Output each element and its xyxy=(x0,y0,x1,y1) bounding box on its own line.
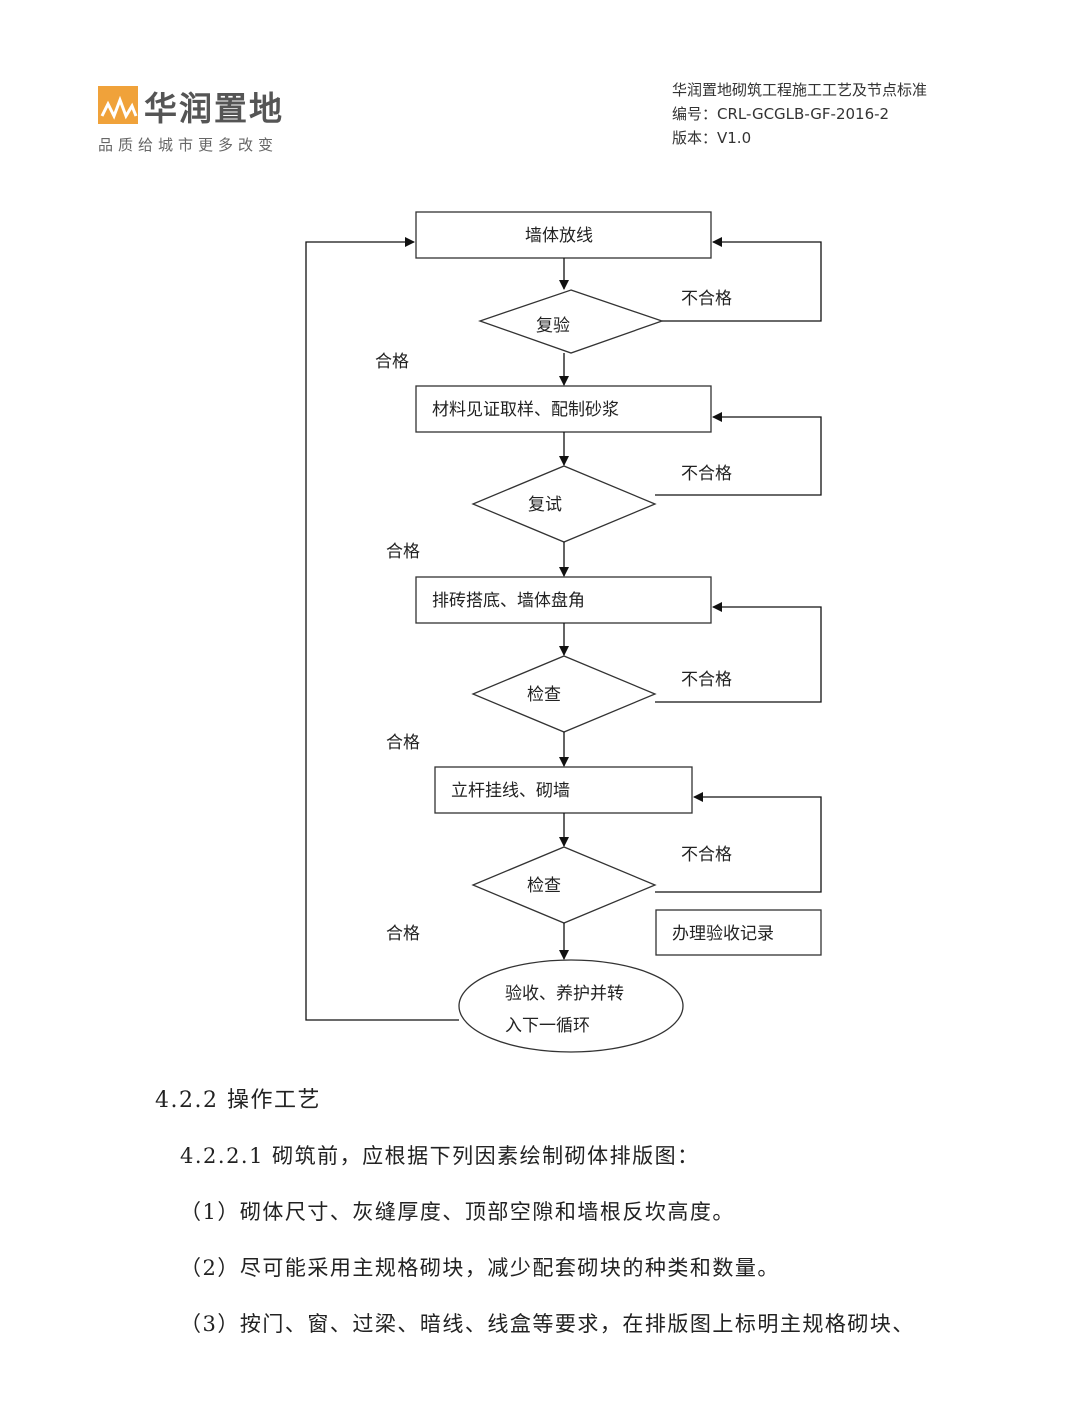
pass-label: 合格 xyxy=(386,924,420,944)
process-flowchart: 墙体放线 复验 材料见证取样、配制砂浆 复试 排砖搭底、墙体盘角 检查 立杆挂线… xyxy=(305,211,822,1053)
check-label-inspect-1: 检查 xyxy=(527,685,561,705)
pass-label: 合格 xyxy=(386,542,420,562)
final-label-line2: 入下一循环 xyxy=(505,1016,590,1036)
final-label-line1: 验收、养护并转 xyxy=(505,984,624,1004)
list-item: （3）按门、窗、过梁、暗线、线盒等要求，在排版图上标明主规格砌块、 xyxy=(180,1312,915,1336)
section-heading: 4.2.2 操作工艺 xyxy=(155,1088,321,1113)
pass-label: 合格 xyxy=(375,352,409,372)
fail-loop-arrow xyxy=(655,602,822,703)
paragraph-intro: 4.2.2.1 砌筑前，应根据下列因素绘制砌体排版图： xyxy=(180,1144,700,1168)
check-label-retest: 复试 xyxy=(528,495,562,515)
fail-loop-arrow xyxy=(662,237,822,322)
fail-loop-arrow xyxy=(655,412,822,496)
company-logo: 华润置地 品质给城市更多改变 xyxy=(98,82,308,162)
fail-label: 不合格 xyxy=(681,845,732,865)
decision-diamond-retest xyxy=(471,465,657,543)
record-label: 办理验收记录 xyxy=(672,924,774,944)
step-label-material: 材料见证取样、配制砂浆 xyxy=(432,400,619,420)
step-label-wall: 立杆挂线、砌墙 xyxy=(451,781,570,801)
step-label-layout: 墙体放线 xyxy=(525,226,593,246)
list-item: （2）尽可能采用主规格砌块，减少配套砌块的种类和数量。 xyxy=(180,1256,780,1280)
doc-version: 版本：V1.0 xyxy=(672,129,752,147)
step-label-brick: 排砖搭底、墙体盘角 xyxy=(432,591,585,611)
decision-diamond-inspect-2 xyxy=(471,846,657,924)
document-meta: 华润置地砌筑工程施工工艺及节点标准 编号：CRL-GCGLB-GF-2016-2… xyxy=(672,78,927,150)
doc-number: 编号：CRL-GCGLB-GF-2016-2 xyxy=(672,105,890,123)
final-ellipse xyxy=(458,959,684,1053)
record-box xyxy=(655,909,822,956)
fail-label: 不合格 xyxy=(681,670,732,690)
page-header: 华润置地 品质给城市更多改变 华润置地砌筑工程施工工艺及节点标准 编号：CRL-… xyxy=(0,0,1080,170)
check-label-recheck: 复验 xyxy=(536,316,570,336)
decision-diamond-recheck xyxy=(478,289,664,354)
check-label-inspect-2: 检查 xyxy=(527,876,561,896)
doc-title: 华润置地砌筑工程施工工艺及节点标准 xyxy=(672,81,928,99)
fail-label: 不合格 xyxy=(681,289,732,309)
logo-mountain-icon xyxy=(98,86,138,124)
list-item: （1）砌体尺寸、灰缝厚度、顶部空隙和墙根反坎高度。 xyxy=(180,1200,735,1224)
brand-name: 华润置地 xyxy=(144,89,284,128)
brand-slogan: 品质给城市更多改变 xyxy=(98,136,279,154)
fail-loop-arrow xyxy=(655,792,822,893)
fail-label: 不合格 xyxy=(681,464,732,484)
pass-label: 合格 xyxy=(386,733,420,753)
decision-diamond-inspect-1 xyxy=(471,655,657,733)
cycle-return-arrow xyxy=(305,237,459,1021)
